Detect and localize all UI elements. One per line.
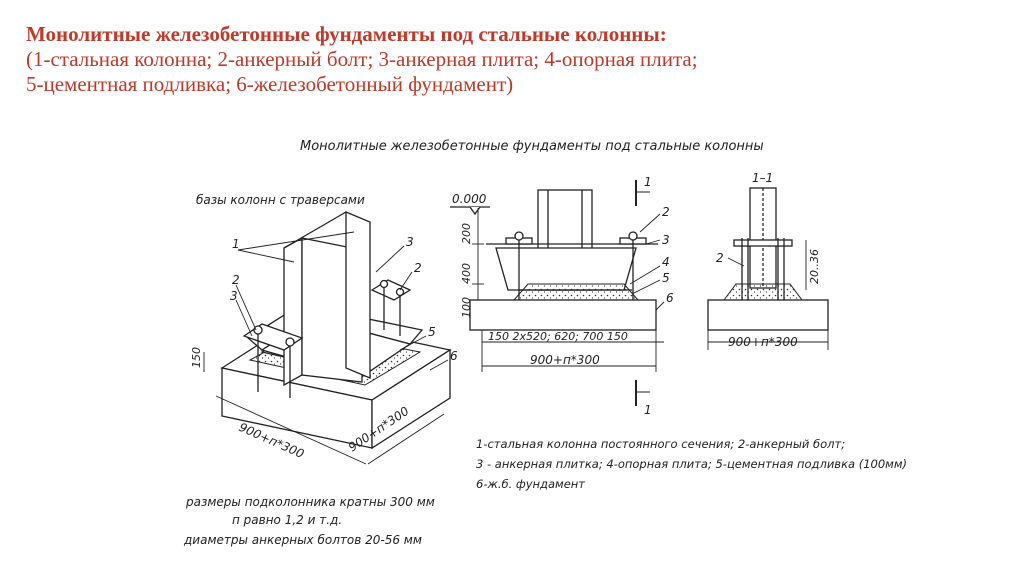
slide-title: Монолитные железобетонные фундаменты под…: [26, 22, 667, 46]
side-label-6: 6: [666, 291, 674, 305]
legend-line-3: 6-ж.б. фундамент: [476, 477, 585, 491]
drawing-heading: Монолитные железобетонные фундаменты под…: [300, 139, 764, 154]
section-view: [707, 187, 829, 350]
note-line-1: размеры подколонника кратны 300 мм: [185, 495, 435, 509]
legend-line-2: 3 - анкерная плитка; 4-опорная плита; 5-…: [476, 457, 907, 471]
section-grout: [723, 283, 803, 301]
section-label-2: 2: [716, 251, 724, 265]
iso-label-6: 6: [450, 349, 458, 363]
side-foundation: [469, 299, 657, 331]
side-label-2: 2: [662, 205, 670, 219]
iso-label-1: 1: [232, 237, 240, 251]
section-title: 1–1: [752, 171, 773, 185]
side-level-mark: 0.000: [452, 192, 487, 206]
side-section-mark-top: 1: [644, 175, 652, 189]
slide-subtitle-line-1: (1-стальная колонна; 2-анкерный болт; 3-…: [26, 47, 698, 71]
note-line-2: п равно 1,2 и т.д.: [232, 513, 342, 527]
iso-label-5: 5: [428, 325, 436, 339]
section-dim-2036: 20..36: [808, 249, 821, 284]
side-dim-100: 100: [460, 297, 473, 318]
slide-title-block: Монолитные железобетонные фундаменты под…: [26, 22, 986, 97]
legend-line-1: 1-стальная колонна постоянного сечения; …: [476, 437, 845, 451]
note-line-3: диаметры анкерных болтов 20-56 мм: [183, 533, 422, 547]
iso-dim-150: 150: [190, 347, 203, 368]
slide-subtitle-line-2: 5-цементная подливка; 6-железобетонный ф…: [26, 72, 514, 96]
isometric-view: базы колонн с траверсами: [196, 193, 452, 465]
iso-label-3-right: 3: [406, 235, 414, 249]
side-dim-segments: 150 2х520; 620; 700 150: [488, 330, 628, 343]
side-label-4: 4: [662, 255, 670, 269]
legend: 1-стальная колонна постоянного сечения; …: [476, 437, 907, 491]
side-grout: [512, 283, 640, 301]
section-foundation: [707, 299, 829, 331]
side-dim-400: 400: [460, 263, 473, 284]
side-label-5: 5: [662, 271, 670, 285]
side-dim-200: 200: [460, 223, 473, 244]
iso-label-2: 2: [232, 273, 240, 287]
iso-label-2-right: 2: [414, 261, 422, 275]
iso-label-3: 3: [230, 289, 238, 303]
iso-caption: базы колонн с траверсами: [196, 193, 365, 207]
section-dim-overall: 900+п*300: [728, 335, 798, 349]
side-dim-overall: 900+п*300: [530, 353, 600, 367]
iso-foundation-right: [371, 348, 451, 450]
side-section-mark-bottom: 1: [644, 403, 652, 417]
notes: размеры подколонника кратны 300 мм п рав…: [183, 495, 435, 547]
iso-column-flange-back: [345, 211, 371, 379]
side-view: [450, 180, 665, 406]
side-label-3: 3: [662, 233, 670, 247]
